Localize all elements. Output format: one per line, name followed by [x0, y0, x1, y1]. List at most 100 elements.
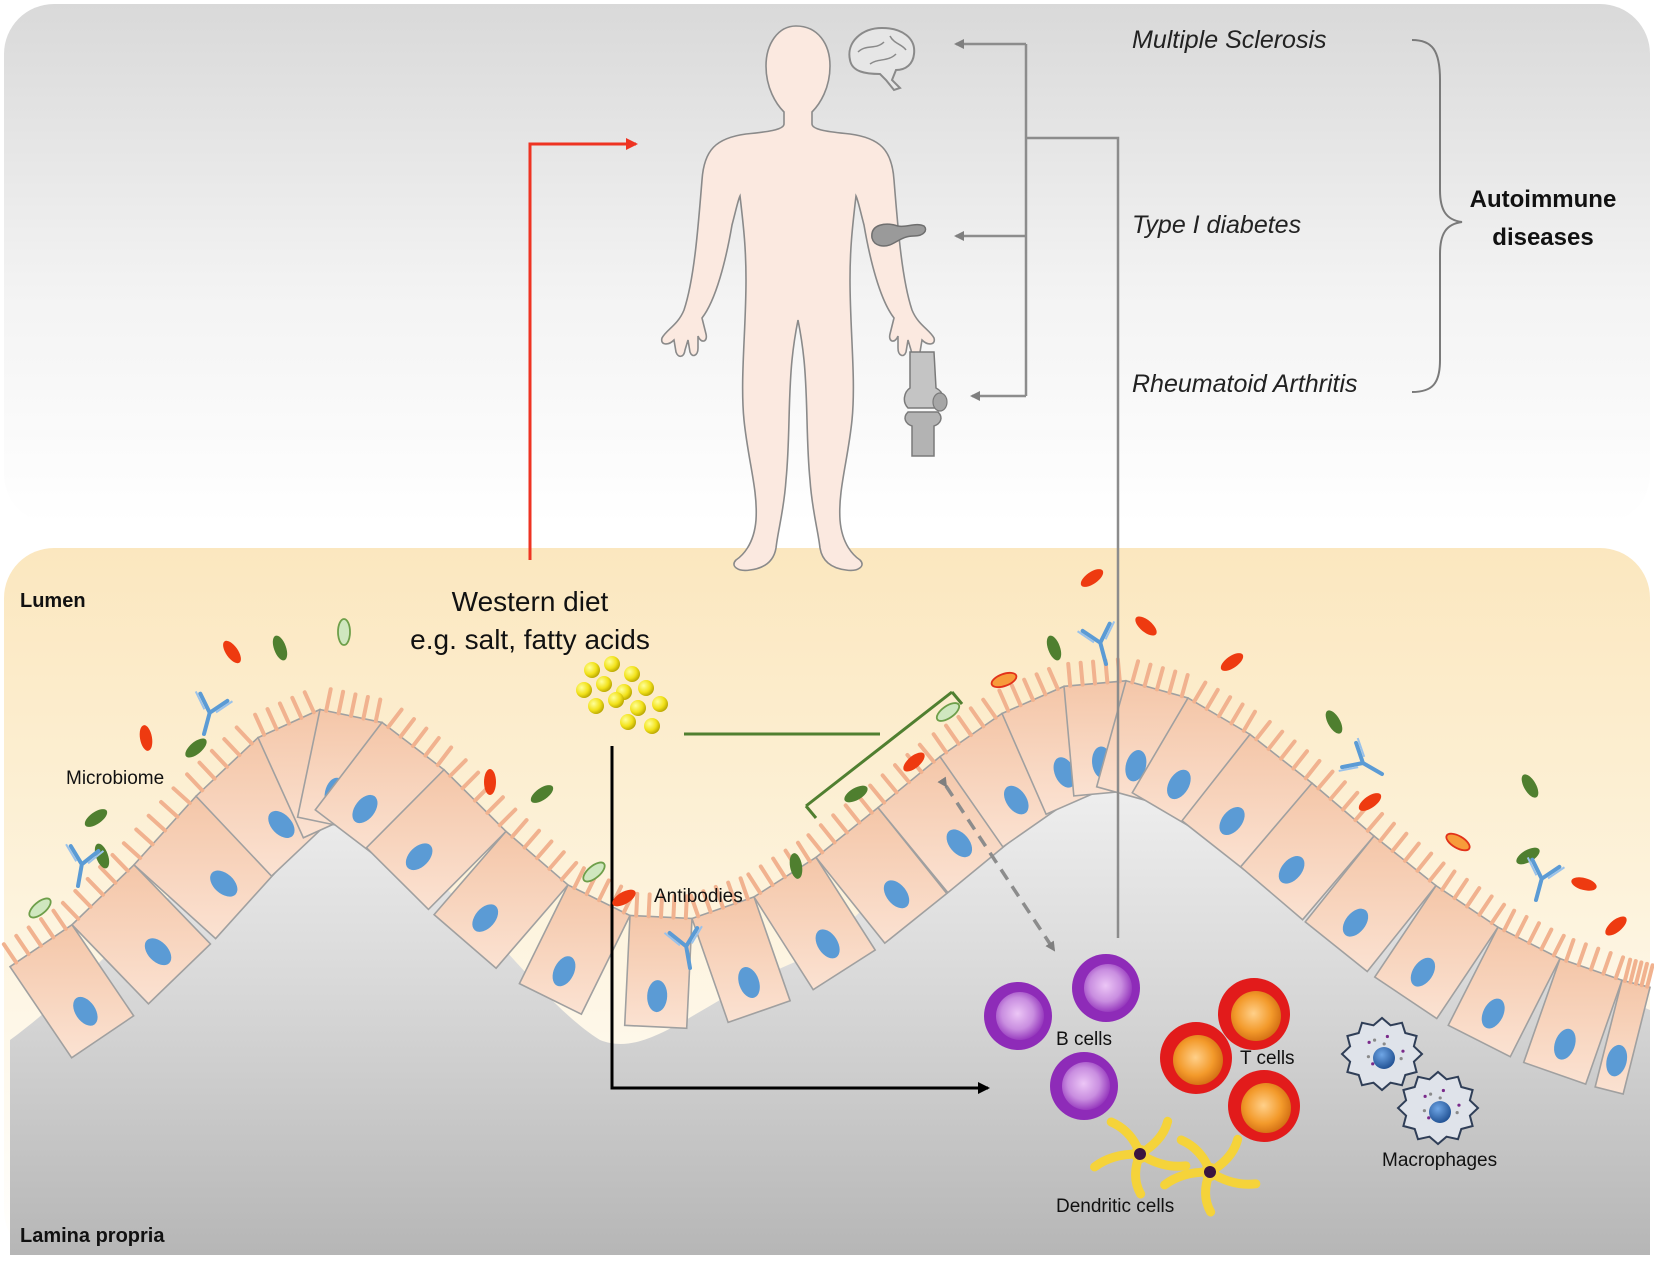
cell-nucleus	[472, 904, 499, 932]
bacterium	[1046, 635, 1062, 661]
autoimmune-diseases-label: Autoimmune diseases	[1469, 186, 1617, 251]
b-cell	[1072, 954, 1140, 1022]
bacterium	[582, 861, 606, 883]
epithelial-cell	[70, 863, 212, 1005]
epithelial-cell	[690, 895, 792, 1024]
t-cell	[1218, 978, 1290, 1050]
cell-nucleus	[883, 880, 910, 909]
epithelial-cell	[8, 923, 135, 1059]
lamina-propria-label: Lamina propria	[20, 1225, 165, 1247]
cell-nucleus	[1342, 908, 1369, 937]
disease-rheumatoid-arthritis: Rheumatoid Arthritis	[1132, 370, 1358, 398]
brain-icon	[848, 26, 916, 92]
macrophage	[1396, 1070, 1480, 1146]
epithelial-cell	[1304, 834, 1438, 973]
bacterium	[1325, 710, 1343, 734]
bacterium	[1516, 847, 1540, 865]
inhibition-bar	[804, 690, 964, 819]
cell-nucleus	[1278, 856, 1305, 884]
macrophages	[1340, 1016, 1480, 1146]
cell-nucleus	[352, 794, 378, 824]
bacterium	[1445, 832, 1471, 852]
epithelial-cell	[623, 914, 693, 1030]
knee-joint-icon	[903, 351, 948, 457]
epithelial-cell	[1522, 957, 1624, 1086]
fatty-acid-particle	[576, 682, 592, 698]
microbiome-label: Microbiome	[66, 768, 165, 789]
fatty-acid-particle	[652, 696, 668, 712]
fatty-acid-particle	[644, 718, 660, 734]
bacterium	[612, 889, 636, 907]
antibodies-label: Antibodies	[654, 886, 743, 907]
fatty-acid-particle	[620, 714, 636, 730]
fatty-acid-particle	[608, 692, 624, 708]
bacterium	[990, 671, 1018, 689]
cell-nucleus	[1481, 998, 1505, 1029]
cell-nucleus	[1606, 1044, 1628, 1077]
disease-brace	[1411, 39, 1463, 393]
fatty-acid-particle	[596, 676, 612, 692]
bacterium	[185, 738, 207, 758]
disease-type1-diabetes: Type I diabetes	[1132, 211, 1302, 239]
fatty-acid-particle	[584, 662, 600, 678]
bacterium	[28, 897, 52, 919]
epithelial-cell	[518, 883, 632, 1016]
cell-nucleus	[552, 956, 576, 987]
diet-to-immune-arrow	[610, 746, 990, 1094]
epithelial-cell	[432, 830, 570, 970]
cell-nucleus	[144, 938, 172, 966]
bacterium	[139, 725, 153, 751]
epithelial-cell	[365, 768, 508, 911]
bacterium	[844, 785, 868, 803]
b-cell	[1050, 1052, 1118, 1120]
dendritic-cells-label: Dendritic cells	[1056, 1196, 1175, 1217]
cell-nucleus	[210, 870, 238, 897]
bacterium	[484, 769, 496, 795]
bacterium	[1358, 793, 1382, 811]
bacterium	[1220, 653, 1244, 671]
fatty-acid-particle	[630, 700, 646, 716]
bacterium	[1080, 569, 1104, 587]
bacterium	[1605, 916, 1627, 936]
bacterium	[903, 752, 925, 772]
fatty-acid-particle	[604, 656, 620, 672]
western-diet-label: Western diet	[451, 586, 609, 617]
bacterium	[935, 702, 961, 722]
bacterium	[337, 618, 351, 646]
dendritic-cell	[1160, 1134, 1261, 1217]
epithelial-cell	[1373, 884, 1500, 1020]
cell-nucleus	[73, 996, 98, 1026]
cell-nucleus	[1125, 750, 1147, 782]
bacterium	[84, 809, 108, 827]
lumen-label: Lumen	[20, 590, 86, 612]
microbiome-bacteria	[28, 569, 1627, 936]
bacterium	[1521, 774, 1539, 798]
diet-systemic-arrow	[528, 138, 638, 560]
macrophage	[1340, 1016, 1424, 1092]
cell-nucleus	[815, 929, 840, 959]
b-cell	[984, 982, 1052, 1050]
macrophages-label: Macrophages	[1382, 1150, 1498, 1171]
cell-nucleus	[1554, 1028, 1576, 1060]
b-cells-label: B cells	[1056, 1029, 1112, 1050]
epithelial-cell	[1239, 781, 1376, 921]
antigen-sampling-arrow	[937, 776, 1056, 952]
cell-nucleus	[405, 843, 433, 871]
cell-nucleus	[268, 810, 295, 838]
t-cells-label: T cells	[1240, 1048, 1295, 1069]
t-cell	[1160, 1022, 1232, 1094]
t-cell	[1228, 1070, 1300, 1142]
cell-nucleus	[1410, 957, 1436, 987]
bacterium	[1135, 616, 1157, 636]
immune-to-organs-line	[1026, 136, 1120, 938]
fatty-acid-particle	[638, 680, 654, 696]
bacterium	[1571, 877, 1597, 891]
cell-nucleus	[1219, 806, 1245, 836]
fatty-acid-particles	[576, 656, 668, 734]
fatty-acid-particle	[624, 666, 640, 682]
dendritic-cell	[1090, 1116, 1191, 1199]
pancreas-icon	[871, 223, 927, 247]
cell-nucleus	[1167, 769, 1191, 800]
disease-multiple-sclerosis: Multiple Sclerosis	[1132, 26, 1327, 54]
